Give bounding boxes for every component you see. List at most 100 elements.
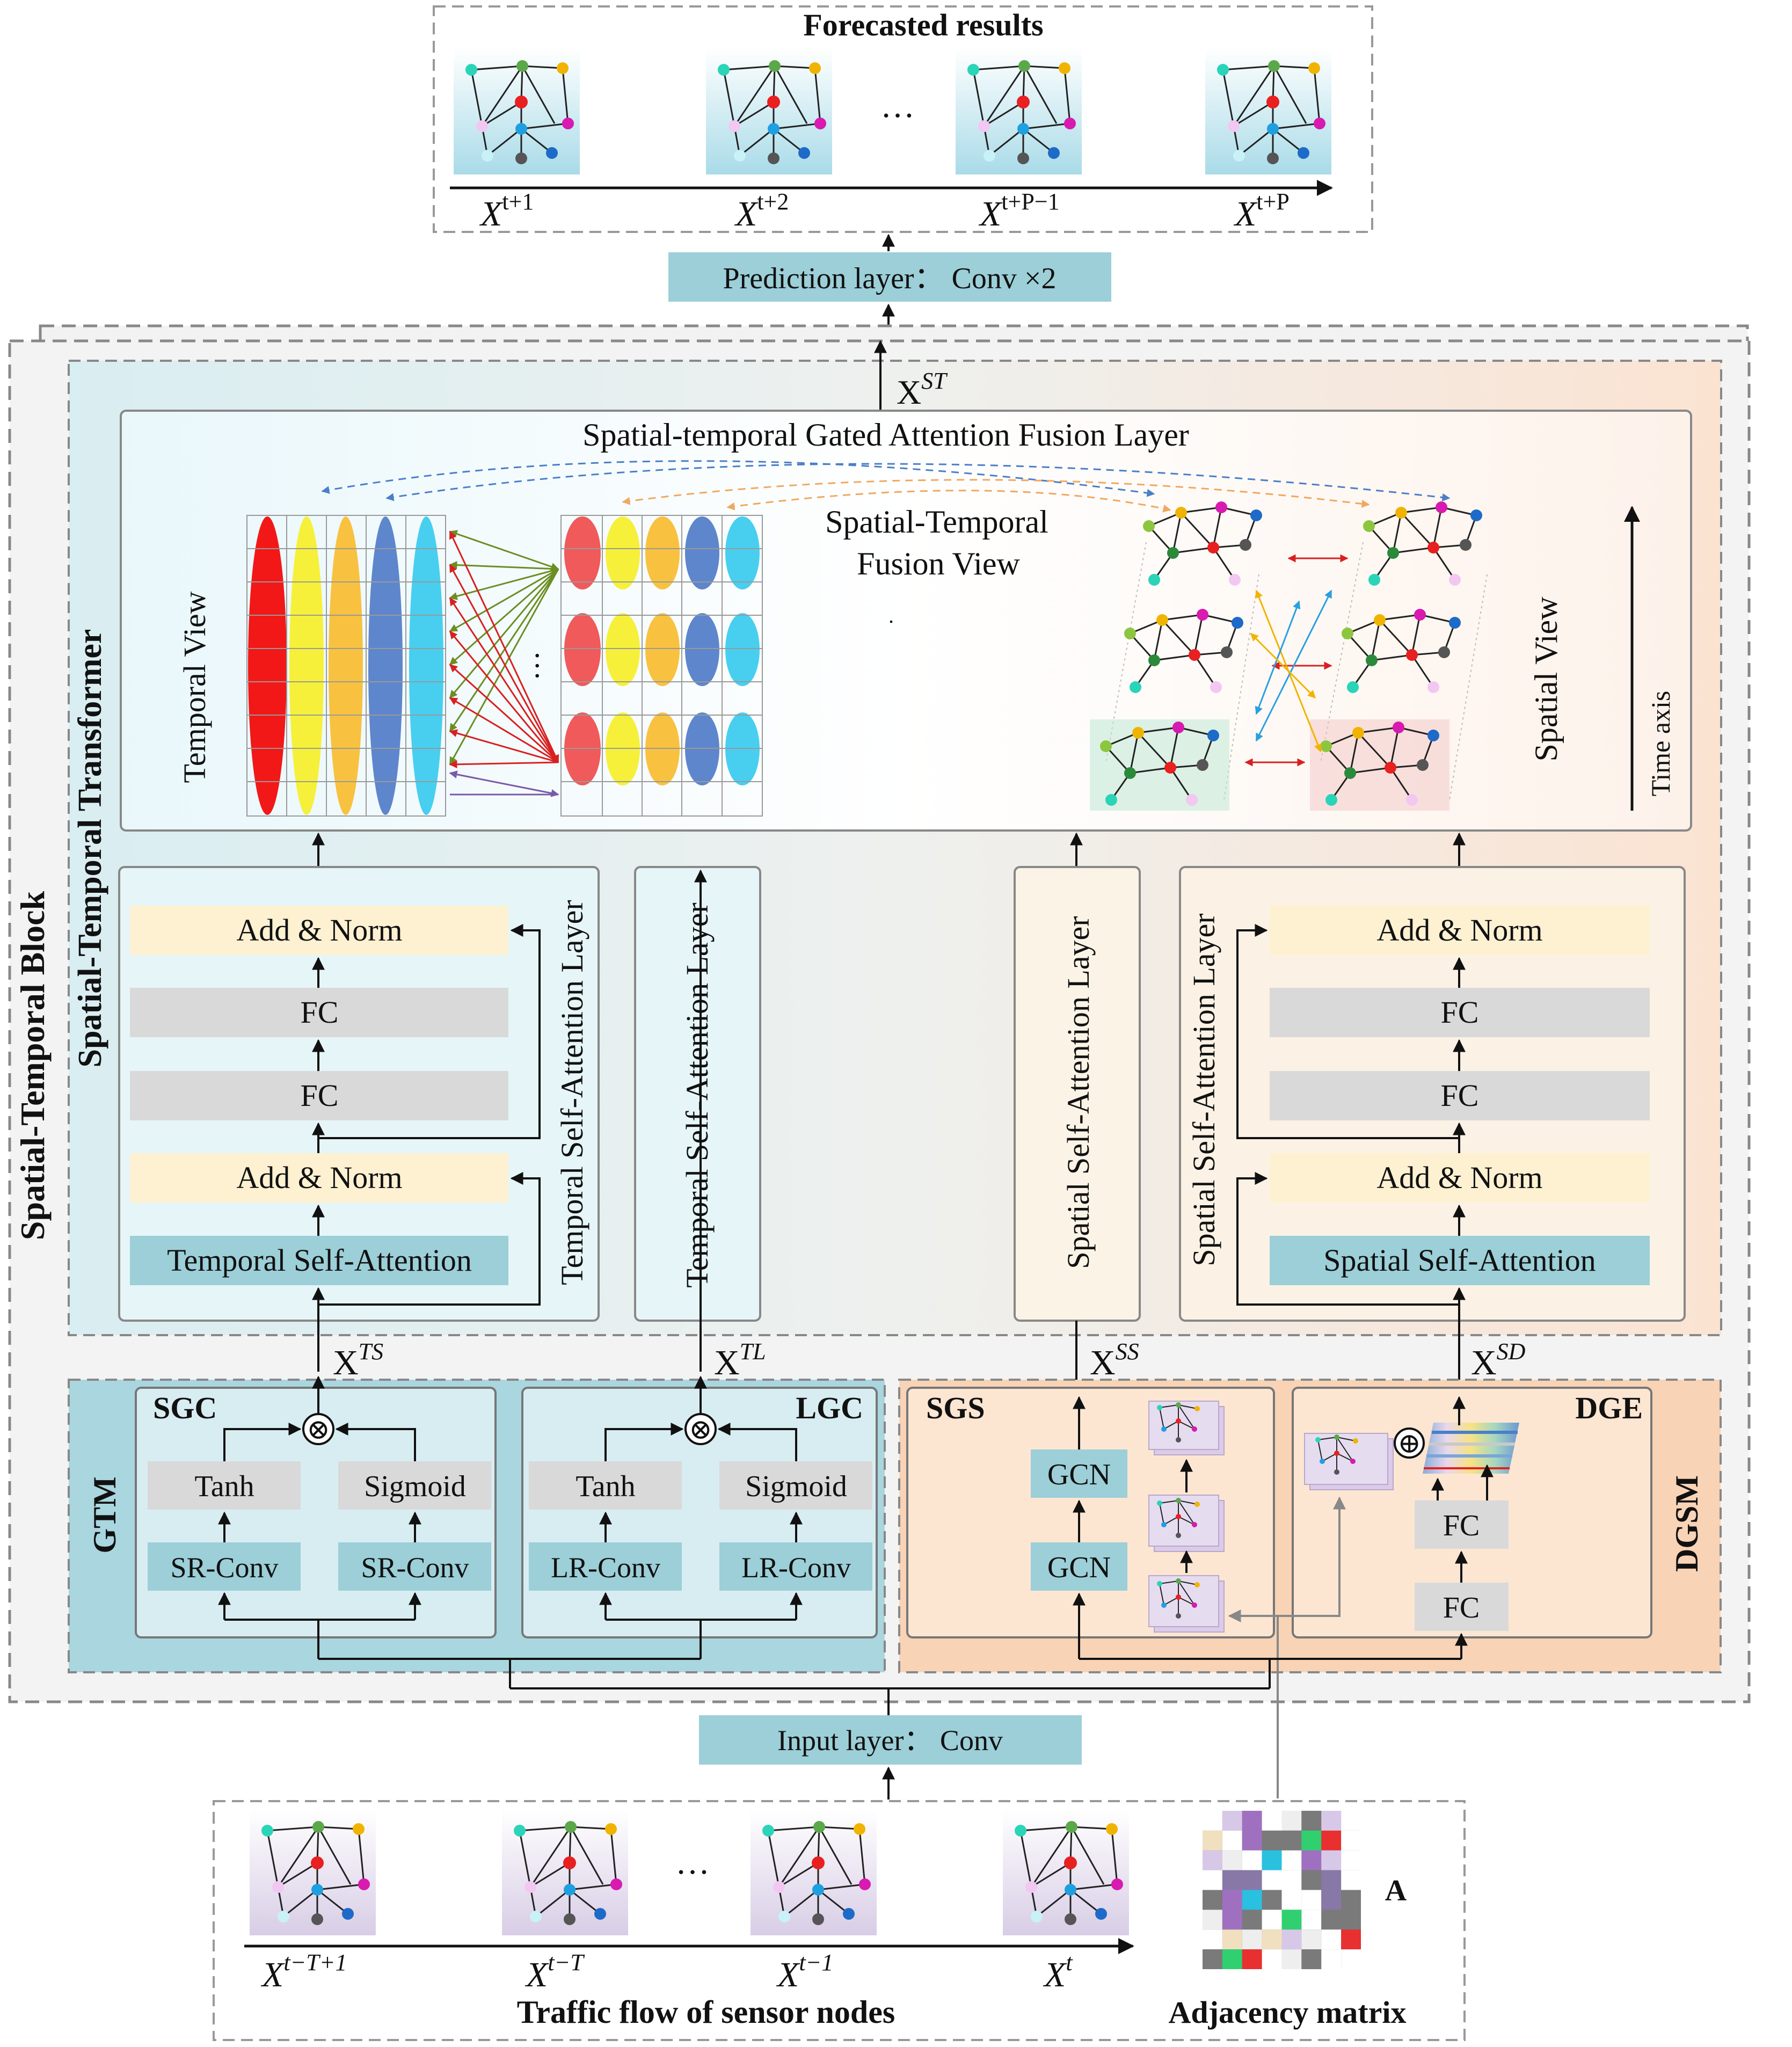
adjacency-cell bbox=[1341, 1910, 1361, 1930]
adjacency-cell bbox=[1242, 1811, 1262, 1831]
adjacency-cell bbox=[1222, 1811, 1242, 1831]
adjacency-cell bbox=[1301, 1929, 1322, 1950]
lgc-sigmoid bbox=[719, 1461, 872, 1510]
adjacency-cell bbox=[1321, 1929, 1342, 1950]
adjacency-cell bbox=[1301, 1830, 1322, 1851]
forecast-thumb-3 bbox=[956, 48, 1082, 174]
forecast-thumb-1 bbox=[454, 48, 580, 174]
left-fc2 bbox=[130, 1071, 508, 1120]
right-fc2-label: FC bbox=[1441, 1078, 1479, 1113]
adjacency-cell bbox=[1222, 1830, 1242, 1851]
adjacency-cell bbox=[1321, 1910, 1342, 1930]
adjacency-cell bbox=[1262, 1811, 1282, 1831]
spatial-view-graphs bbox=[1090, 500, 1488, 811]
adjacency-cell bbox=[1203, 1890, 1222, 1910]
adjacency-cell bbox=[1262, 1850, 1282, 1870]
sgs-gcn-bottom-label: GCN bbox=[1047, 1551, 1111, 1584]
adjacency-cell bbox=[1203, 1949, 1222, 1969]
dge-fc-bottom-label: FC bbox=[1443, 1591, 1480, 1625]
temporal-view-ellipsis: … bbox=[512, 651, 545, 681]
temporal-view-label: Temporal View bbox=[177, 591, 212, 783]
right-fc1 bbox=[1270, 988, 1650, 1037]
input-ellipsis: … bbox=[675, 1843, 710, 1881]
adjacency-cell bbox=[1341, 1850, 1361, 1870]
time-axis-label: Time axis bbox=[1645, 691, 1676, 797]
adjacency-cell bbox=[1301, 1910, 1322, 1930]
lgc-tanh bbox=[529, 1461, 682, 1510]
input-caption: Traffic flow of sensor nodes bbox=[517, 1994, 895, 2030]
lgc-conv-right bbox=[719, 1542, 872, 1591]
sgs-gcn-top-label: GCN bbox=[1047, 1458, 1111, 1491]
adjacency-cell bbox=[1341, 1830, 1361, 1851]
sgc-conv-right-label: SR-Conv bbox=[361, 1551, 469, 1584]
adjacency-cell bbox=[1262, 1890, 1282, 1910]
adjacency-cell bbox=[1262, 1830, 1282, 1851]
sgs-graph-stack-bottom bbox=[1148, 1575, 1225, 1633]
adjacency-cell bbox=[1281, 1830, 1302, 1851]
lgc-sigmoid-label: Sigmoid bbox=[745, 1470, 847, 1503]
input-label-2: Xt−T bbox=[525, 1949, 585, 1994]
adjacency-cell bbox=[1321, 1830, 1342, 1851]
adjacency-cell bbox=[1281, 1870, 1302, 1890]
prediction-layer-box bbox=[668, 252, 1111, 302]
forecast-label-4: Xt+P bbox=[1233, 188, 1290, 234]
input-thumb-1 bbox=[250, 1809, 376, 1935]
right-add-norm-bottom bbox=[1270, 1153, 1650, 1203]
gtm-label: GTM bbox=[87, 1476, 122, 1553]
dge-fc-top-label: FC bbox=[1443, 1509, 1480, 1542]
lgc-conv-left bbox=[529, 1542, 682, 1591]
dge-fc-top bbox=[1415, 1500, 1509, 1549]
adjacency-cell bbox=[1242, 1830, 1262, 1851]
prediction-layer-label: Prediction layer： Conv ×2 bbox=[723, 262, 1056, 295]
sgs-title: SGS bbox=[926, 1390, 985, 1425]
adjacency-cell bbox=[1222, 1929, 1242, 1950]
block-label: Spatial-Temporal Block bbox=[13, 891, 52, 1241]
left-temporal-attention-label: Temporal Self-Attention bbox=[167, 1243, 472, 1278]
adjacency-cell bbox=[1321, 1870, 1342, 1890]
sgc-tanh bbox=[148, 1461, 301, 1510]
input-layer-box bbox=[699, 1715, 1082, 1765]
sgc-conv-left-label: SR-Conv bbox=[170, 1551, 278, 1584]
adjacency-cell bbox=[1301, 1811, 1322, 1831]
sgc-sigmoid bbox=[338, 1461, 491, 1510]
input-layer-label: Input layer： Conv bbox=[777, 1724, 1003, 1757]
fusion-view-line1: Spatial-Temporal bbox=[825, 504, 1048, 540]
sgc-conv-left bbox=[148, 1542, 301, 1591]
adjacency-cell bbox=[1301, 1949, 1322, 1969]
adjacency-cell bbox=[1281, 1910, 1302, 1930]
adjacency-cell bbox=[1321, 1850, 1342, 1870]
sgc-conv-right bbox=[338, 1542, 491, 1591]
left-add-norm-top-label: Add & Norm bbox=[236, 913, 402, 948]
sgc-title: SGC bbox=[153, 1390, 217, 1425]
x-ss-label: XSS bbox=[1090, 1338, 1139, 1382]
adjacency-cell bbox=[1321, 1811, 1342, 1831]
adjacency-cell bbox=[1262, 1949, 1282, 1969]
xst-label: XST bbox=[897, 368, 948, 411]
adjacency-cell bbox=[1262, 1870, 1282, 1890]
adjacency-cell bbox=[1281, 1850, 1302, 1870]
fusion-view-dot: . bbox=[888, 603, 894, 628]
mid-tsa-label: Temporal Self-Attention Layer bbox=[680, 902, 715, 1287]
forecast-thumb-2 bbox=[706, 48, 832, 174]
spatial-view-label: Spatial View bbox=[1528, 596, 1564, 762]
input-thumb-2 bbox=[502, 1809, 628, 1935]
forecast-frame bbox=[433, 5, 1373, 233]
left-fc1-label: FC bbox=[301, 995, 339, 1030]
adjacency-cell bbox=[1281, 1949, 1302, 1969]
adjacency-cell bbox=[1203, 1929, 1222, 1950]
input-thumb-4 bbox=[1003, 1809, 1129, 1935]
adjacency-matrix bbox=[1203, 1811, 1361, 1969]
right-ssa-label: Spatial Self-Attention Layer bbox=[1186, 913, 1221, 1266]
forecast-label-3: Xt+P−1 bbox=[978, 188, 1060, 234]
adjacency-cell bbox=[1242, 1850, 1262, 1870]
sgs-graph-stack-top bbox=[1148, 1401, 1225, 1455]
dge-graph-stack bbox=[1304, 1433, 1394, 1490]
right-add-norm-top-label: Add & Norm bbox=[1376, 913, 1542, 948]
adjacency-cell bbox=[1222, 1910, 1242, 1930]
input-label-1: Xt−T+1 bbox=[260, 1949, 347, 1994]
transformer-label: Spatial-Temporal Transformer bbox=[72, 629, 108, 1068]
right-add-norm-bottom-label: Add & Norm bbox=[1376, 1160, 1542, 1195]
lgc-tanh-label: Tanh bbox=[576, 1470, 635, 1503]
left-fc2-label: FC bbox=[301, 1078, 339, 1113]
adjacency-cell bbox=[1341, 1929, 1361, 1950]
